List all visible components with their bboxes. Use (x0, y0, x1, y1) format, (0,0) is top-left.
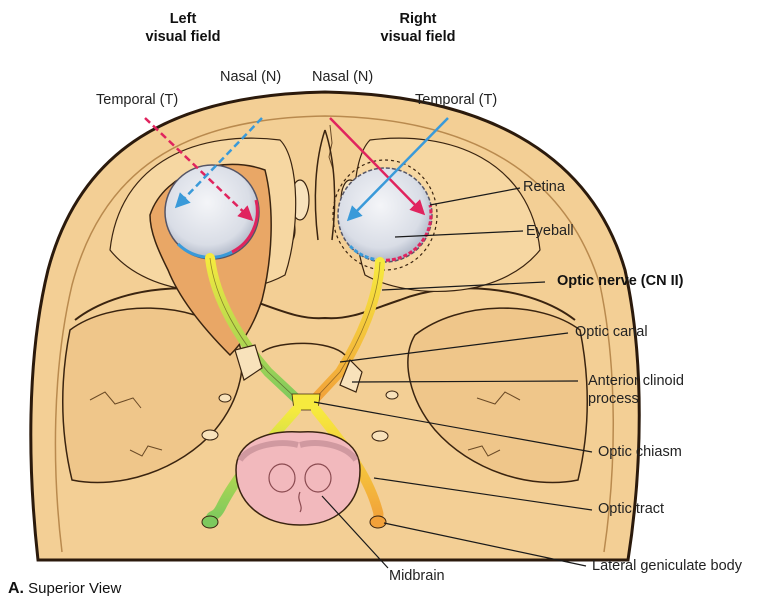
label-lateral-geniculate: Lateral geniculate body (592, 557, 742, 575)
right-visual-field-title: Right visual field (363, 10, 473, 46)
caption-letter: A. (8, 580, 24, 597)
right-lateral-geniculate (370, 516, 386, 528)
label-optic-nerve: Optic nerve (CN II) (557, 272, 684, 290)
left-lateral-geniculate (202, 516, 218, 528)
label-temporal-right: Temporal (T) (415, 91, 497, 109)
caption-text: Superior View (28, 580, 121, 597)
left-visual-field-line1: Left (128, 10, 238, 28)
label-anterior-clinoid-line1: Anterior clinoid (588, 372, 684, 390)
label-optic-tract: Optic tract (598, 500, 664, 518)
label-optic-canal: Optic canal (575, 323, 648, 341)
label-temporal-left: Temporal (T) (96, 91, 178, 109)
label-retina: Retina (523, 178, 565, 196)
right-visual-field-line1: Right (363, 10, 473, 28)
label-eyeball: Eyeball (526, 222, 574, 240)
label-anterior-clinoid: Anterior clinoid process (588, 372, 684, 408)
label-anterior-clinoid-line2: process (588, 390, 684, 408)
left-visual-field-title: Left visual field (128, 10, 238, 46)
label-nasal-left: Nasal (N) (220, 68, 281, 86)
right-visual-field-line2: visual field (363, 28, 473, 46)
label-midbrain: Midbrain (389, 567, 445, 585)
left-visual-field-line2: visual field (128, 28, 238, 46)
label-optic-chiasm: Optic chiasm (598, 443, 682, 461)
figure-caption: A. Superior View (8, 580, 121, 598)
label-nasal-right: Nasal (N) (312, 68, 373, 86)
